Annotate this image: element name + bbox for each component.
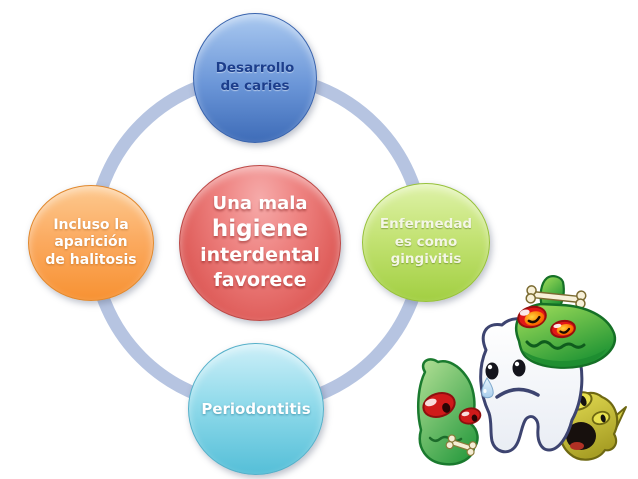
node-label: Desarrollo de caries (215, 60, 295, 94)
node-label: Incluso la aparición de halitosis (45, 216, 137, 268)
center-line-1: Una mala (212, 193, 308, 215)
center-line-3: interdental (200, 244, 320, 267)
top-germ-monster (515, 275, 617, 369)
sad-tooth-germs-illustration (416, 275, 627, 466)
node-gingivitis: Enfermedad es como gingivitis (362, 183, 490, 302)
node-center-mala-higiene: Una mala higiene interdental favorece (179, 165, 341, 321)
small-bone-icon (445, 434, 477, 457)
node-label: Enfermedad es como gingivitis (379, 216, 473, 268)
center-line-4: favorece (213, 269, 307, 292)
center-line-2: higiene (211, 215, 309, 242)
tooth-left-eye (485, 362, 499, 380)
sad-mouth (495, 387, 540, 399)
bone-icon (525, 285, 587, 309)
node-desarrollo-de-caries: Desarrollo de caries (193, 13, 317, 143)
node-label: Periodontitis (201, 399, 311, 418)
tooth-right-eye (512, 359, 526, 377)
node-halitosis: Incluso la aparición de halitosis (28, 185, 154, 301)
node-periodontitis: Periodontitis (188, 343, 324, 475)
left-germ-monster (416, 358, 482, 466)
